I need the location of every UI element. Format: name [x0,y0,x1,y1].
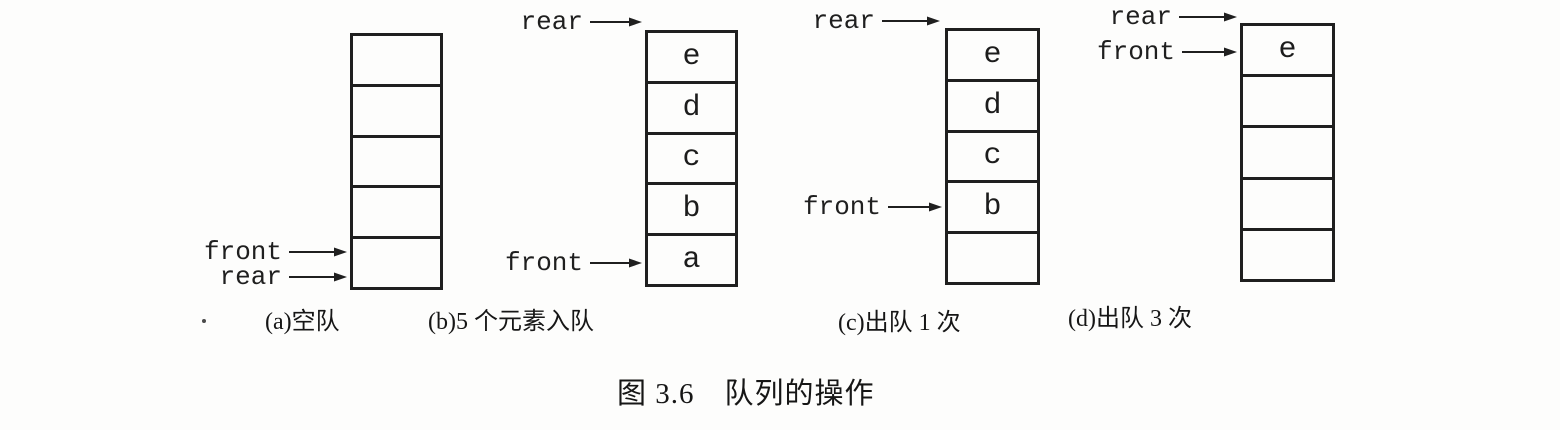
queue-cell: e [983,37,1002,72]
diagram-caption-d: (d)出队 3 次 [1068,306,1192,332]
front-pointer-label: front [802,192,881,222]
rear-pointer-label: rear [812,6,875,36]
diagram-caption-c: (c)出队 1 次 [838,310,961,336]
rear-pointer-label: rear [1109,2,1172,32]
rear-pointer: rear [793,7,941,35]
arrow-right-icon [289,247,347,257]
queue-cell: d [648,80,735,132]
queue-cell: e [682,39,701,74]
front-pointer-label: front [504,248,583,278]
queue-cell [353,236,440,287]
rear-pointer: rear [200,263,348,291]
queue-box: e d c b [945,28,1040,285]
queue-cell: c [648,131,735,183]
rear-pointer: rear [1090,3,1238,31]
arrow-right-icon [1179,12,1237,22]
rear-pointer-label: rear [219,262,282,292]
queue-cell [948,231,1037,282]
queue-cell: e [1278,33,1297,68]
queue-cell [1243,227,1332,279]
queue-cell [353,185,440,236]
front-pointer: front [795,193,943,221]
front-pointer: front [495,249,643,277]
queue-box: e [1240,23,1335,282]
front-pointer-label: front [203,237,282,267]
rear-pointer-label: rear [520,7,583,37]
queue-cell [353,134,440,186]
queue-cell: b [948,180,1037,231]
front-pointer: front [200,238,348,266]
queue-cell [1243,125,1332,176]
arrow-right-icon [882,16,940,26]
arrow-right-icon [888,202,942,212]
diagram-caption-b: (b)5 个元素入队 [428,309,594,335]
queue-cell [353,83,440,135]
arrow-right-icon [590,258,642,268]
queue-cell [1243,176,1332,228]
stray-dot-mark [202,319,206,323]
queue-cell: d [948,78,1037,130]
queue-box: e d c b a [645,30,738,287]
figure-caption: 图 3.6 队列的操作 [617,378,875,410]
queue-cell [1243,74,1332,125]
queue-cell: c [948,129,1037,181]
front-pointer-label: front [1096,37,1175,67]
arrow-right-icon [1182,47,1237,57]
queue-cell [353,36,440,84]
queue-box [350,33,443,290]
queue-cell: a [648,233,735,284]
rear-pointer: rear [495,8,643,36]
arrow-right-icon [590,17,642,27]
diagram-caption-a: (a)空队 [265,309,340,335]
queue-cell: b [648,182,735,233]
front-pointer: front [1090,38,1238,66]
arrow-right-icon [289,272,347,282]
